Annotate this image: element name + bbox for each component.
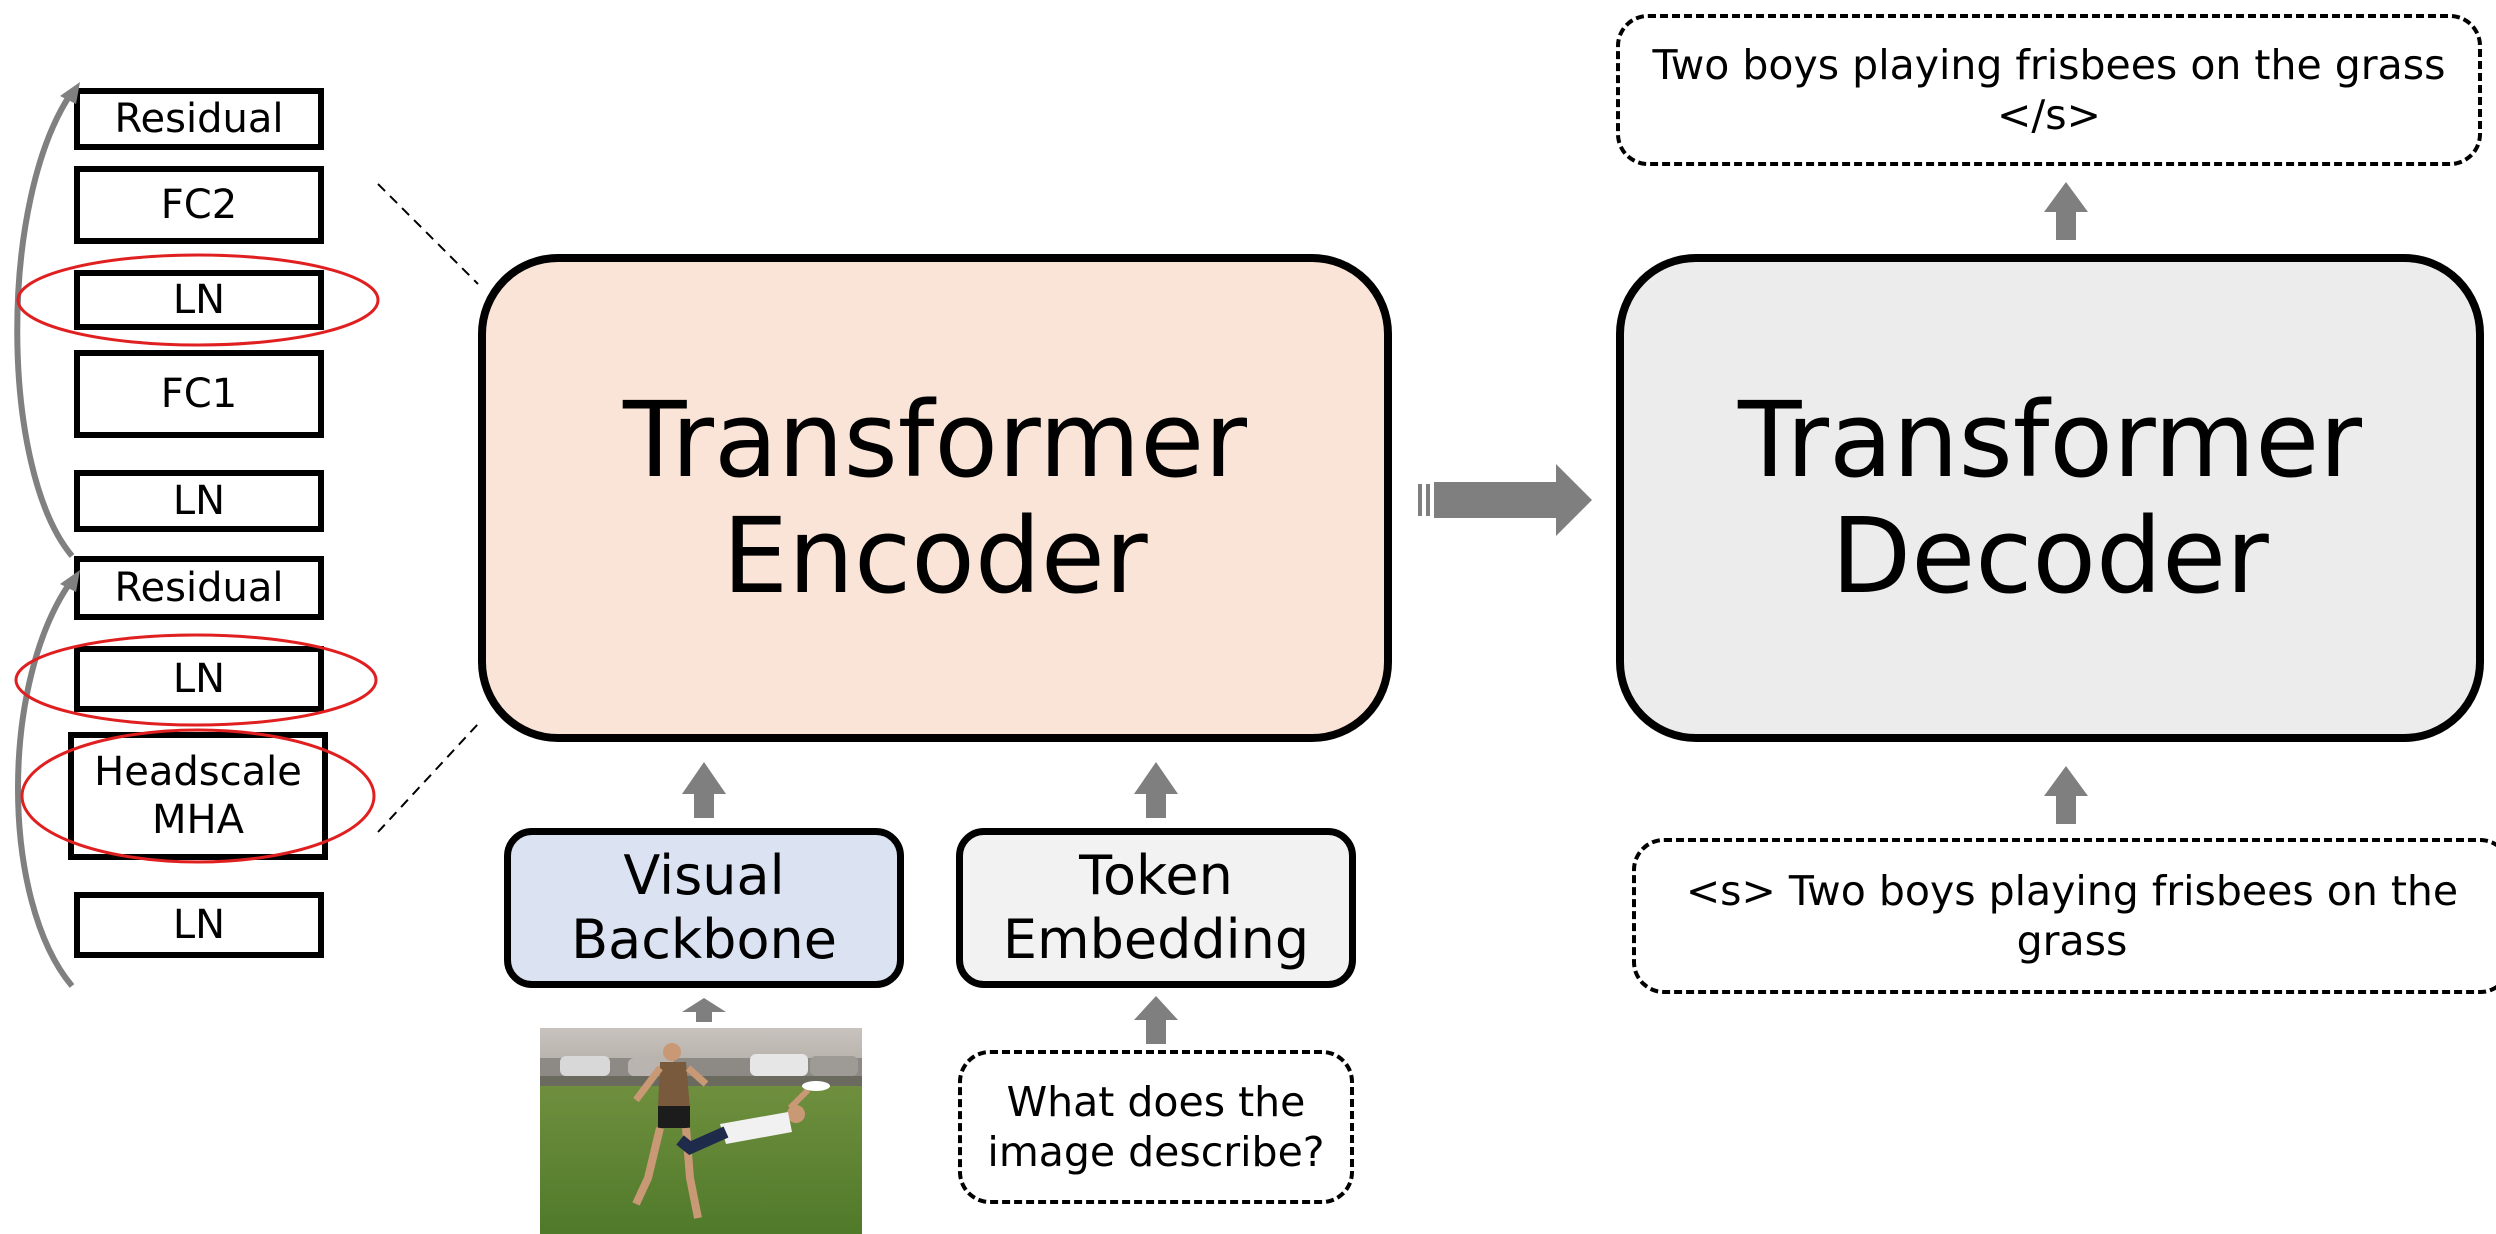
frisbee-photo-illustration [540,1028,862,1234]
arrow-image-to-visual [682,998,726,1022]
layer-ln-1: LN [74,646,324,712]
decoder-input-line2: grass [2016,917,2128,965]
layer-label: Residual [114,565,284,611]
arrow-visual-to-encoder [682,762,726,818]
layer-label: Headscale MHA [94,749,302,843]
token-embedding-line2: Embedding [1002,908,1310,971]
encoder-title-line2: Encoder [722,495,1148,617]
question-line2: image describe? [987,1128,1325,1176]
decoder-output-line1: Two boys playing frisbees on the grass [1652,40,2446,89]
arrow-input-to-decoder [2044,766,2088,824]
layer-residual-top: Residual [74,88,324,150]
decoder-input-line1: <s> Two boys playing frisbees on the [1685,866,2459,915]
layer-label: Residual [114,96,284,142]
layer-label: LN [172,656,226,702]
layer-ln-3: LN [74,270,324,330]
layer-residual-bottom: Residual [74,556,324,620]
arrow-encoder-to-decoder [1418,464,1592,536]
decoder-output-line2: </s> [1997,91,2101,139]
zoom-line-bottom [377,723,479,833]
layer-label: LN [172,277,226,323]
residual-arrow-upper [14,90,75,558]
layer-fc2: FC2 [74,166,324,244]
input-image [540,1028,862,1234]
layer-label: LN [172,902,226,948]
question-line1: What does the [1006,1077,1306,1126]
residual-arrow-lower [15,578,75,988]
layer-label: FC1 [160,371,238,417]
decoder-output-box: Two boys playing frisbees on the grass</… [1616,14,2482,166]
arrow-token-to-encoder [1134,762,1178,818]
token-embedding-line1: Token [1079,844,1233,908]
zoom-line-top [377,183,479,285]
layer-label: LN [172,478,226,524]
layer-fc1: FC1 [74,350,324,438]
arrow-decoder-to-output [2044,182,2088,240]
arrow-question-to-token [1134,996,1178,1044]
decoder-title-line1: Transformer [1737,378,2363,501]
layer-ln-0: LN [74,892,324,958]
encoder-title-line1: Transformer [622,378,1248,501]
layer-headscale-mha: Headscale MHA [68,732,328,860]
visual-backbone-line1: Visual [623,844,785,908]
visual-backbone-line2: Backbone [571,908,837,971]
layer-label: FC2 [160,182,238,228]
decoder-title-line2: Decoder [1831,495,2269,617]
layer-ln-2: LN [74,470,324,532]
